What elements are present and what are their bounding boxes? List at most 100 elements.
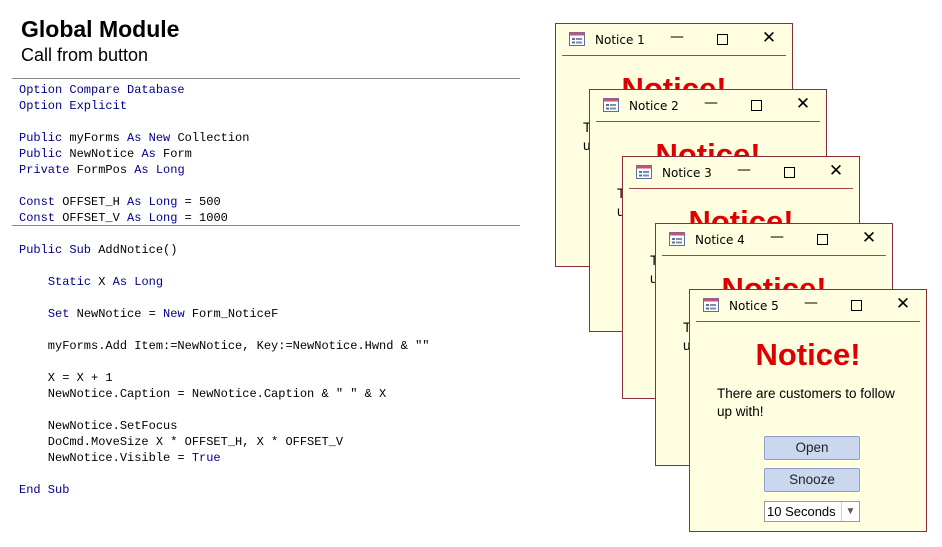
code-text: Form_NoticeF <box>184 307 279 321</box>
code-text: OFFSET_V <box>55 211 128 225</box>
titlebar-divider <box>596 121 820 122</box>
notice-heading: Notice! <box>755 337 861 372</box>
code-line <box>19 466 429 482</box>
window-caption: Notice 1 <box>595 33 645 47</box>
code-text: NewNotice = <box>69 307 164 321</box>
code-line: NewNotice.Visible = True <box>19 450 429 466</box>
window-titlebar[interactable]: Notice 4 — ✕ <box>656 224 892 256</box>
code-line: Set NewNotice = New Form_NoticeF <box>19 306 429 322</box>
form-icon <box>603 98 619 117</box>
window-caption: Notice 5 <box>729 299 779 313</box>
maximize-icon[interactable] <box>743 95 769 115</box>
code-line: Option Explicit <box>19 98 429 114</box>
code-line: myForms.Add Item:=NewNotice, Key:=NewNot… <box>19 338 430 354</box>
window-titlebar[interactable]: Notice 5 — ✕ <box>690 290 926 322</box>
snooze-duration-select[interactable]: 10 Seconds ▼ <box>764 501 860 522</box>
close-icon[interactable]: ✕ <box>828 161 844 181</box>
code-line <box>19 114 429 130</box>
code-line: DoCmd.MoveSize X * OFFSET_H, X * OFFSET_… <box>19 434 429 450</box>
maximize-icon[interactable] <box>776 162 802 182</box>
code-text: NewNotice.Caption = NewNotice.Caption & … <box>19 387 387 401</box>
minimize-icon[interactable]: — <box>737 162 751 178</box>
minimize-icon[interactable]: — <box>670 29 684 45</box>
maximize-icon[interactable] <box>709 29 735 49</box>
window-caption: Notice 3 <box>662 166 712 180</box>
code-keyword: Static <box>47 275 92 289</box>
code-text: DoCmd.MoveSize X * OFFSET_H, X * OFFSET_… <box>19 435 344 449</box>
code-line: Public NewNotice As Form <box>19 146 429 162</box>
maximize-icon[interactable] <box>843 295 869 315</box>
code-keyword: As Long <box>127 195 178 209</box>
code-text: FormPos <box>69 163 135 177</box>
code-keyword: As Long <box>134 163 185 177</box>
open-button[interactable]: Open <box>764 436 860 460</box>
code-line: NewNotice.SetFocus <box>19 418 429 434</box>
code-text: = 500 <box>177 195 221 209</box>
code-keyword: True <box>191 451 221 465</box>
code-text: myForms <box>62 131 128 145</box>
code-keyword: Public <box>19 131 63 145</box>
window-caption: Notice 4 <box>695 233 745 247</box>
close-icon[interactable]: ✕ <box>895 294 911 314</box>
code-text: Collection <box>170 131 250 145</box>
code-keyword: Option Explicit <box>19 99 128 113</box>
code-line <box>19 322 429 338</box>
slide-title: Global Module <box>21 16 180 42</box>
chevron-down-icon[interactable]: ▼ <box>841 502 859 521</box>
close-icon[interactable]: ✕ <box>795 94 811 114</box>
titlebar-divider <box>662 255 886 256</box>
code-keyword: As <box>141 147 156 161</box>
code-keyword: New <box>163 307 185 321</box>
notice-content: Notice! There are customers to follow up… <box>690 322 926 531</box>
code-text: = 1000 <box>177 211 228 225</box>
minimize-icon[interactable]: — <box>804 295 818 311</box>
code-keyword: Set <box>47 307 70 321</box>
code-line: Option Compare Database <box>19 82 429 98</box>
code-line: Static X As Long <box>19 274 429 290</box>
close-icon[interactable]: ✕ <box>861 228 877 248</box>
code-text: NewNotice.Visible = <box>19 451 192 465</box>
code-text <box>19 307 48 321</box>
code-line <box>19 354 429 370</box>
code-keyword: As Long <box>127 211 178 225</box>
code-keyword: End Sub <box>19 483 70 497</box>
code-text: myForms.Add Item:=NewNotice, Key:=NewNot… <box>19 339 430 353</box>
code-text <box>19 275 48 289</box>
code-keyword: Const <box>19 211 56 225</box>
code-text: NewNotice.SetFocus <box>19 419 178 433</box>
minimize-icon[interactable]: — <box>770 229 784 245</box>
code-text: OFFSET_H <box>55 195 128 209</box>
close-icon[interactable]: ✕ <box>761 28 777 48</box>
code-line: Const OFFSET_H As Long = 500 <box>19 194 429 210</box>
code-line: Public Sub AddNotice() <box>19 242 429 258</box>
maximize-icon[interactable] <box>809 229 835 249</box>
code-keyword: As Long <box>112 275 164 289</box>
code-line <box>19 178 429 194</box>
code-line <box>19 402 429 418</box>
code-keyword: Private <box>19 163 70 177</box>
titlebar-divider <box>696 321 920 322</box>
window-caption: Notice 2 <box>629 99 679 113</box>
window-titlebar[interactable]: Notice 2 — ✕ <box>590 90 826 122</box>
form-icon <box>569 32 585 51</box>
code-line: X = X + 1 <box>19 370 429 386</box>
titlebar-divider <box>562 55 786 56</box>
code-keyword: Public Sub <box>19 243 92 257</box>
snooze-duration-value: 10 Seconds <box>767 504 836 519</box>
code-text: NewNotice <box>62 147 142 161</box>
window-titlebar[interactable]: Notice 1 — ✕ <box>556 24 792 56</box>
code-text: X = X + 1 <box>19 371 113 385</box>
top-divider <box>12 78 520 79</box>
form-icon <box>636 165 652 184</box>
minimize-icon[interactable]: — <box>704 95 718 111</box>
code-text: X <box>91 275 113 289</box>
code-text: AddNotice() <box>91 243 178 257</box>
window-titlebar[interactable]: Notice 3 — ✕ <box>623 157 859 189</box>
code-line: NewNotice.Caption = NewNotice.Caption & … <box>19 386 429 402</box>
snooze-button[interactable]: Snooze <box>764 468 860 492</box>
code-line: Private FormPos As Long <box>19 162 429 178</box>
code-keyword: Public <box>19 147 63 161</box>
code-keyword: Option Compare Database <box>19 83 185 97</box>
titlebar-divider <box>629 188 853 189</box>
notice-window-5[interactable]: Notice 5 — ✕ Notice! There are customers… <box>689 289 927 532</box>
